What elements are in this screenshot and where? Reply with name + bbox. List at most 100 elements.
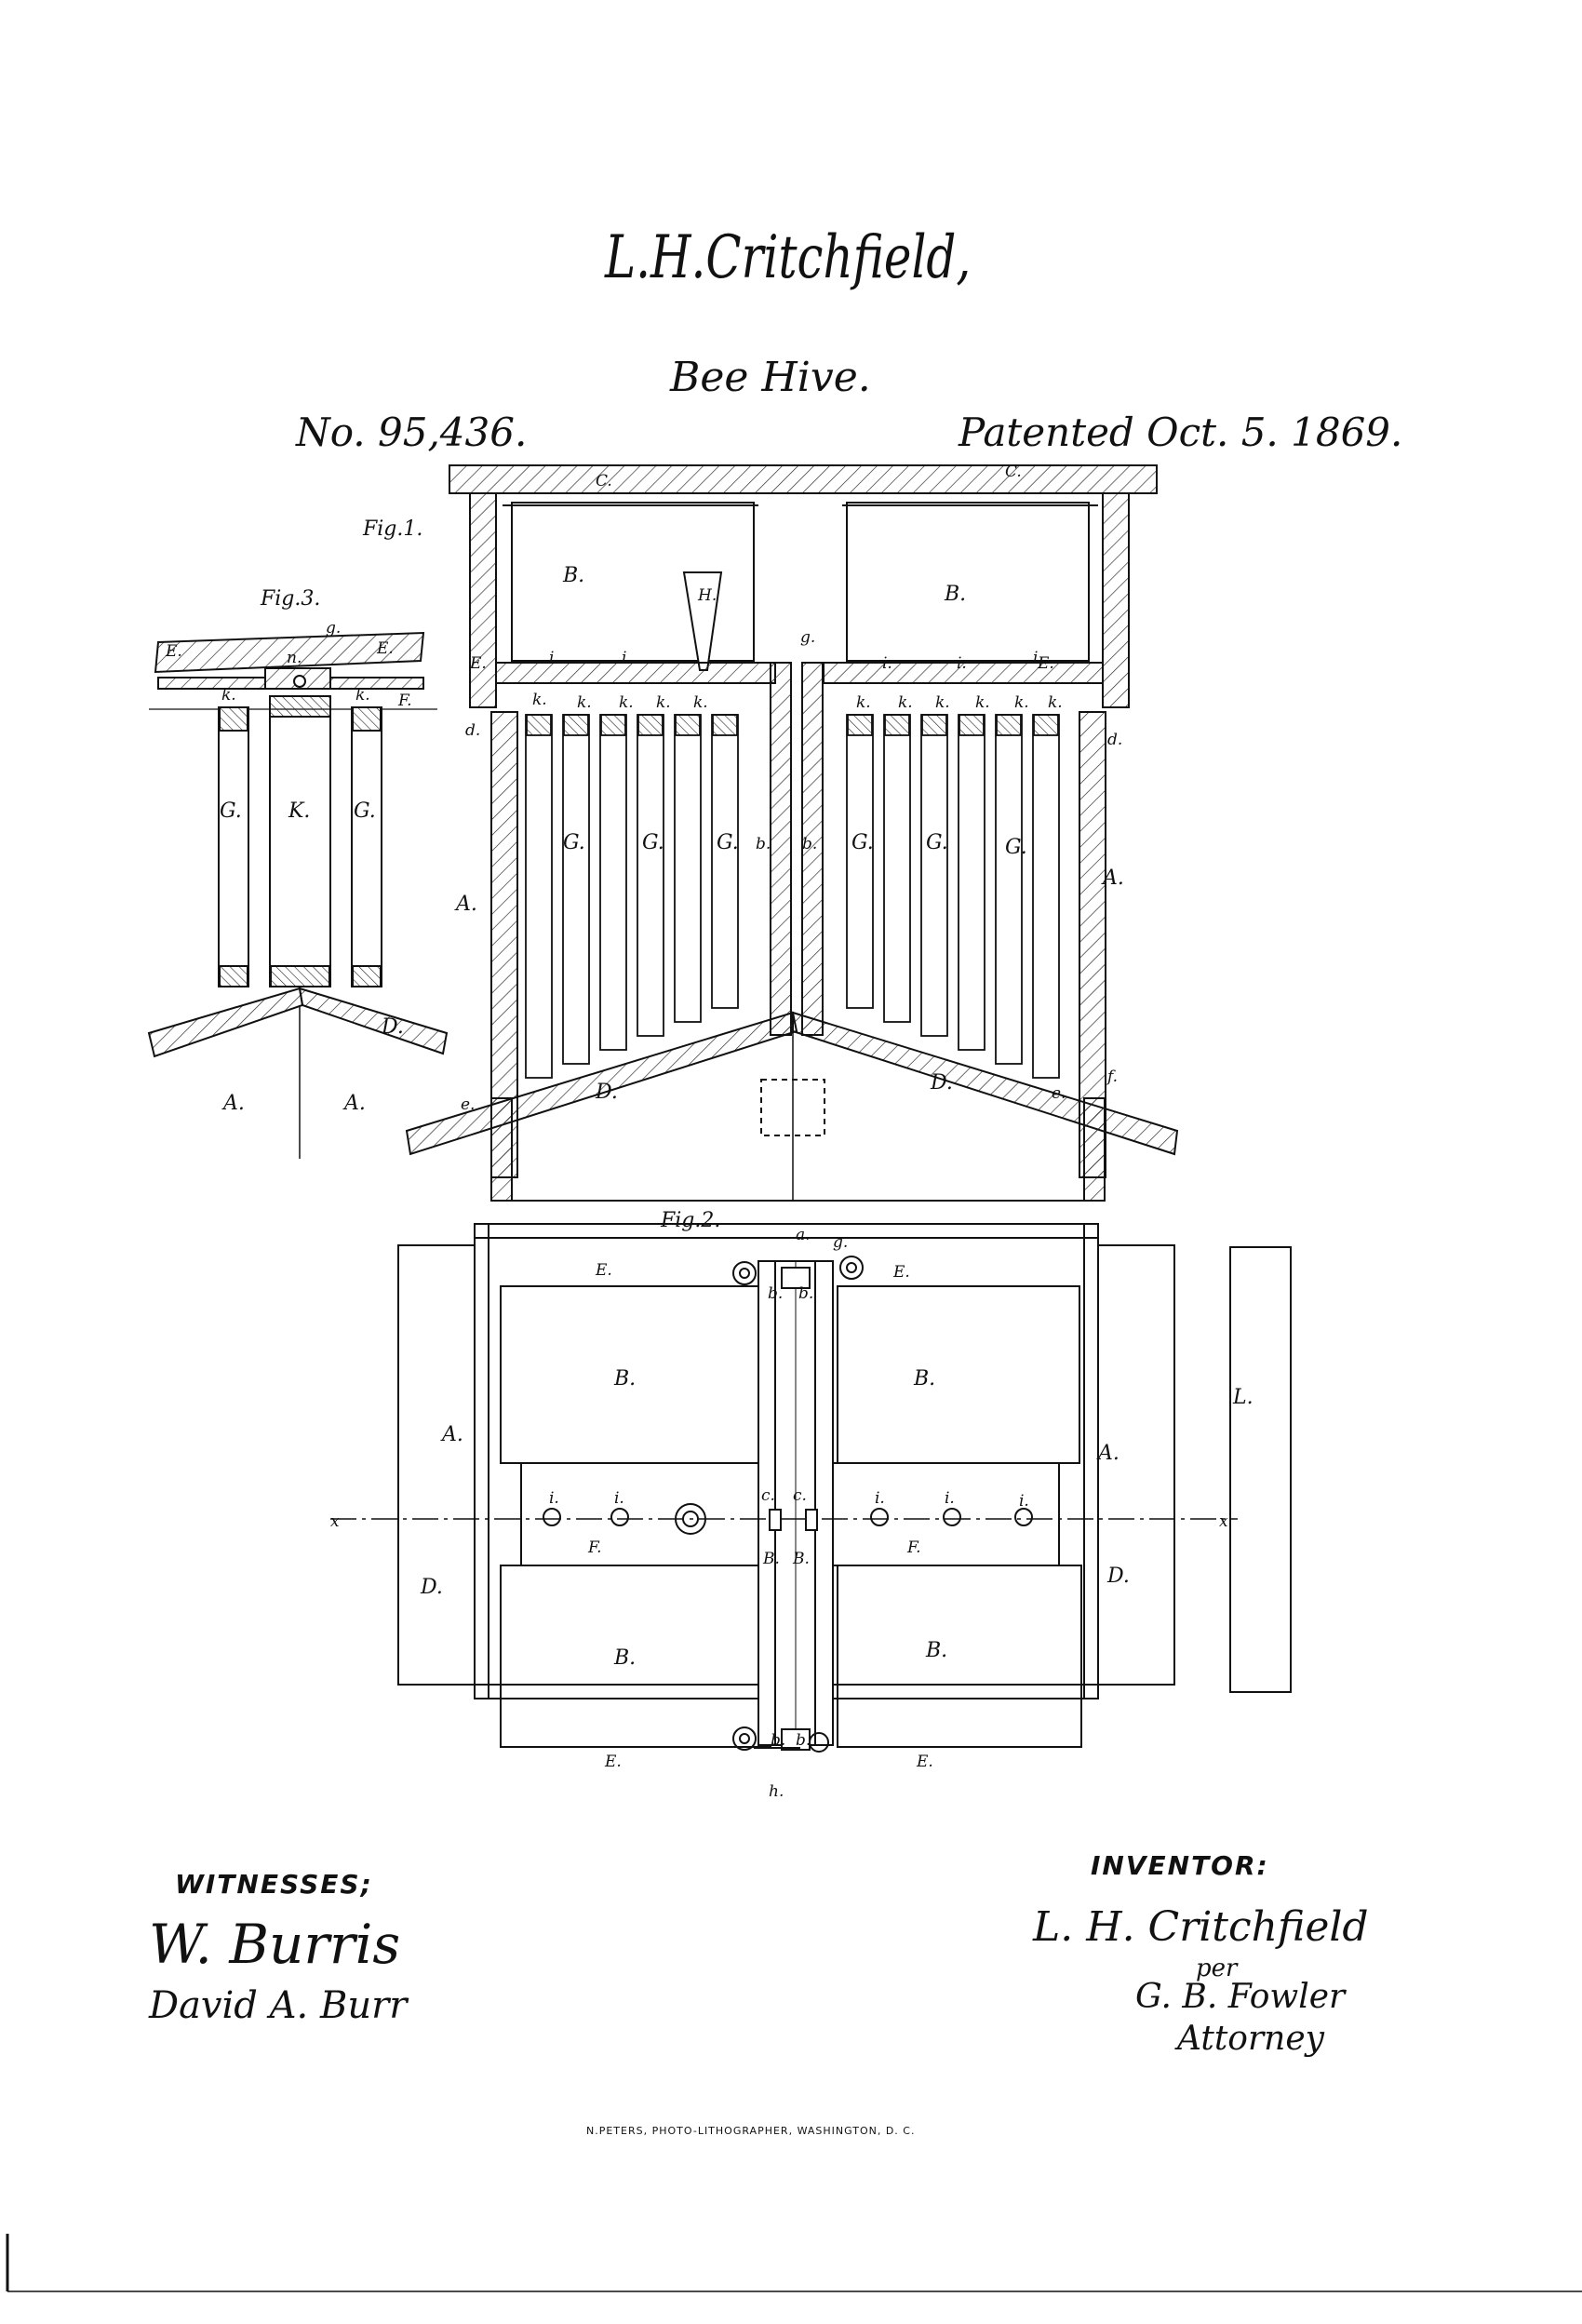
- svg-text:x: x: [1219, 1512, 1228, 1531]
- svg-text:e.: e.: [461, 1095, 475, 1114]
- label-fig3: Fig.3.: [260, 587, 320, 611]
- frames-right: [846, 714, 1060, 1079]
- svg-text:D.: D.: [381, 1015, 404, 1039]
- svg-text:k.: k.: [532, 691, 547, 709]
- svg-text:B.: B.: [792, 1550, 810, 1568]
- inventor-name: L.H.Critchfield,: [605, 223, 972, 292]
- svg-text:f.: f.: [1106, 1068, 1118, 1086]
- attorney-title: Attorney: [1177, 2020, 1325, 2058]
- witness-signature-1: W. Burris: [149, 1913, 401, 1976]
- svg-text:A.: A.: [342, 1092, 366, 1115]
- svg-text:D.: D.: [420, 1576, 443, 1599]
- loose-board-l: [1229, 1246, 1292, 1693]
- reference-labels: Fig.1. Fig.3. Fig.2. C. C. B. B. H. g. E…: [165, 463, 1254, 1801]
- inventor-caption: INVENTOR:: [1091, 1850, 1269, 1881]
- inventor-per: per: [1196, 1955, 1238, 1982]
- svg-text:d.: d.: [1107, 731, 1122, 749]
- svg-text:c.: c.: [761, 1486, 775, 1505]
- svg-text:L.: L.: [1232, 1386, 1254, 1409]
- svg-text:D.: D.: [1106, 1565, 1130, 1588]
- svg-text:B.: B.: [925, 1639, 947, 1662]
- lithographer-credit: N.PETERS, PHOTO-LITHOGRAPHER, WASHINGTON…: [586, 2125, 916, 2137]
- svg-text:E.: E.: [469, 654, 487, 673]
- label-fig2: Fig.2.: [660, 1209, 720, 1232]
- fig3-roof-right: [298, 987, 449, 1055]
- lower-wall-left: [490, 1097, 513, 1202]
- svg-text:E.: E.: [916, 1753, 933, 1771]
- svg-text:b.: b.: [802, 835, 817, 853]
- roof-right: [792, 1011, 1179, 1156]
- upper-box-left-wall: [469, 492, 497, 708]
- floor-board-left: [495, 662, 776, 684]
- svg-text:i.: i.: [882, 654, 892, 673]
- svg-text:i.: i.: [875, 1489, 885, 1508]
- svg-text:c.: c.: [793, 1486, 807, 1505]
- svg-text:k.: k.: [1048, 693, 1063, 712]
- svg-text:b.: b.: [796, 1731, 811, 1750]
- label-fig1: Fig.1.: [362, 517, 422, 541]
- svg-text:e.: e.: [1052, 1084, 1066, 1103]
- svg-text:B.: B.: [562, 564, 584, 587]
- svg-text:B.: B.: [762, 1550, 780, 1568]
- svg-text:G.: G.: [1005, 836, 1027, 859]
- svg-text:K.: K.: [288, 799, 310, 823]
- svg-text:C.: C.: [1005, 463, 1022, 481]
- svg-text:i.: i.: [622, 649, 632, 667]
- svg-text:E.: E.: [595, 1261, 612, 1280]
- svg-text:k.: k.: [975, 693, 990, 712]
- svg-text:i.: i.: [957, 654, 967, 673]
- svg-text:B.: B.: [944, 583, 966, 606]
- svg-text:E.: E.: [376, 639, 394, 658]
- svg-text:i.: i.: [614, 1489, 624, 1508]
- svg-text:k.: k.: [355, 686, 370, 705]
- svg-text:G.: G.: [563, 831, 585, 854]
- svg-text:b.: b.: [771, 1731, 785, 1750]
- svg-text:n.: n.: [287, 649, 302, 667]
- inventor-signature: L. H. Critchfield: [1033, 1903, 1369, 1951]
- svg-text:i.: i.: [1019, 1492, 1029, 1511]
- box-b-bottom-right: [837, 1565, 1082, 1748]
- svg-text:i.: i.: [549, 649, 559, 667]
- svg-text:G.: G.: [642, 831, 664, 854]
- svg-text:a.: a.: [796, 1226, 811, 1244]
- invention-title: Bee Hive.: [670, 354, 871, 401]
- svg-text:A.: A.: [1096, 1442, 1119, 1465]
- lower-wall-right: [1083, 1097, 1106, 1202]
- svg-text:k.: k.: [577, 693, 592, 712]
- svg-text:k.: k.: [935, 693, 950, 712]
- partition-left: [770, 662, 792, 1036]
- entrance-opening: [760, 1079, 825, 1136]
- figure-1-section: [405, 464, 1179, 1202]
- honey-box-right: [846, 502, 1090, 662]
- svg-text:E.: E.: [604, 1753, 622, 1771]
- svg-text:k.: k.: [693, 693, 708, 712]
- box-b-top-right: [837, 1285, 1080, 1464]
- svg-text:D.: D.: [930, 1071, 953, 1095]
- svg-text:C.: C.: [596, 472, 612, 490]
- svg-text:B.: B.: [613, 1367, 636, 1390]
- svg-text:A.: A.: [454, 893, 477, 916]
- svg-text:E.: E.: [165, 642, 182, 661]
- svg-text:A.: A.: [221, 1092, 245, 1115]
- fig3-roof-left: [147, 987, 304, 1058]
- svg-text:G.: G.: [354, 799, 376, 823]
- svg-text:E.: E.: [1037, 654, 1054, 673]
- svg-text:g.: g.: [833, 1233, 848, 1252]
- svg-text:A.: A.: [1101, 866, 1124, 890]
- svg-text:B.: B.: [613, 1646, 636, 1670]
- svg-text:g.: g.: [326, 619, 341, 638]
- svg-text:k.: k.: [856, 693, 871, 712]
- witnesses-caption: WITNESSES;: [175, 1869, 373, 1900]
- side-board-d-right: [1097, 1244, 1175, 1686]
- svg-text:k.: k.: [898, 693, 913, 712]
- svg-text:H.: H.: [697, 586, 717, 605]
- svg-text:i.: i.: [945, 1489, 955, 1508]
- frames-left: [525, 714, 739, 1079]
- svg-text:i.: i.: [1033, 649, 1043, 667]
- svg-text:x: x: [330, 1512, 340, 1531]
- svg-text:b.: b.: [768, 1284, 783, 1303]
- svg-text:h.: h.: [769, 1782, 784, 1801]
- honey-box-left: [511, 502, 755, 662]
- svg-text:F.: F.: [587, 1538, 602, 1557]
